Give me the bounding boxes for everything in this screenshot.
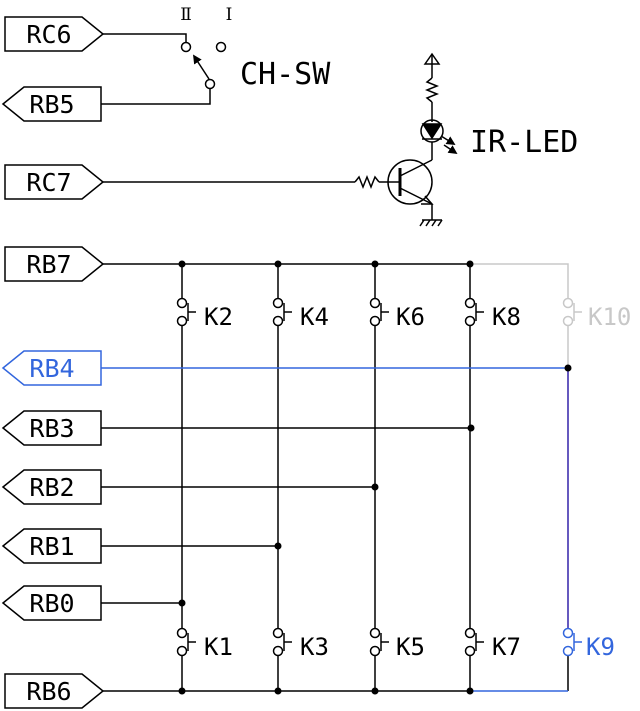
port-rb0-label: RB0 — [29, 589, 74, 618]
port-rb7-label: RB7 — [26, 250, 71, 279]
ir-led-driver — [103, 52, 458, 227]
key-matrix-wiring — [101, 263, 471, 692]
key-k6-label: K6 — [396, 303, 425, 331]
key-k2 — [176, 297, 196, 327]
key-k10 — [562, 297, 582, 327]
key-k9 — [562, 627, 582, 657]
key-k7-label: K7 — [492, 633, 521, 661]
port-rc6 — [4, 16, 105, 52]
key-k8-label: K8 — [492, 303, 521, 331]
channel-switch-label: CH-SW — [240, 57, 331, 92]
key-k8 — [464, 297, 484, 327]
port-rb1-label: RB1 — [29, 532, 74, 561]
key-k2-label: K2 — [204, 303, 233, 331]
key-k4-label: K4 — [300, 303, 329, 331]
k9-branch — [470, 368, 569, 692]
k10-branch — [470, 263, 569, 366]
port-rb5-label: RB5 — [29, 90, 74, 119]
key-k5 — [369, 627, 389, 657]
key-k3 — [272, 627, 292, 657]
key-k10-label: K10 — [588, 303, 631, 331]
port-rb2-label: RB2 — [29, 473, 74, 502]
port-rb6-label: RB6 — [26, 677, 71, 706]
port-rc7 — [4, 164, 105, 200]
port-rc7-label: RC7 — [26, 168, 71, 197]
port-rb7 — [4, 246, 105, 282]
ir-led-label: IR-LED — [470, 125, 578, 160]
port-rb6 — [4, 673, 105, 709]
key-k1 — [176, 627, 196, 657]
channel-switch — [101, 33, 227, 105]
key-k4 — [272, 297, 292, 327]
switch-position-1: Ⅰ — [226, 5, 233, 25]
key-k5-label: K5 — [396, 633, 425, 661]
junction-dots — [178, 260, 572, 695]
switch-position-2: Ⅱ — [180, 5, 192, 25]
port-rb3-label: RB3 — [29, 414, 74, 443]
port-rc6-label: RC6 — [26, 20, 71, 49]
key-k7 — [464, 627, 484, 657]
key-k3-label: K3 — [300, 633, 329, 661]
key-k6 — [369, 297, 389, 327]
key-k9-label: K9 — [586, 633, 615, 661]
port-rb4-label: RB4 — [29, 354, 74, 383]
key-k1-label: K1 — [204, 633, 233, 661]
